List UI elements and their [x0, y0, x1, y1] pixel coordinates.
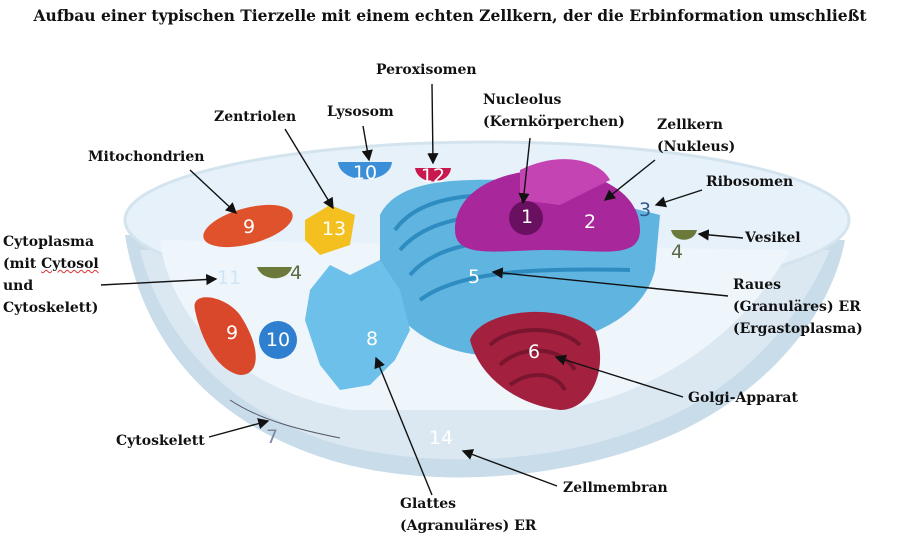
number-zentriolen: 13 [321, 218, 347, 240]
number-vesikel: 4 [289, 262, 303, 284]
label-zellkern: Zellkern (Nukleus) [657, 114, 735, 158]
cytoskeleton-fiber [229, 399, 341, 439]
number-zellkern: 2 [583, 211, 597, 233]
number-glattes-er: 8 [365, 328, 379, 350]
lysosome [259, 321, 297, 359]
label-line: (Ergastoplasma) [733, 321, 863, 337]
label-ribosomen: Ribosomen [706, 174, 794, 190]
pointer-arrows [100, 83, 744, 496]
diagram-title: Aufbau einer typischen Tierzelle mit ein… [33, 6, 867, 25]
number-golgi: 6 [527, 341, 541, 363]
centrioles [305, 205, 355, 255]
label-part: Cytosol [41, 256, 99, 272]
label-raues-er: Raues (Granuläres) ER (Ergastoplasma) [733, 274, 863, 340]
number-lysosom: 10 [265, 329, 291, 351]
number-mitochondrien: 9 [242, 216, 256, 238]
label-line: Zellkern [657, 117, 723, 133]
number-cytoskelett: 7 [265, 426, 279, 448]
label-line: (mit Cytosol [3, 253, 99, 275]
label-mitochondrien: Mitochondrien [88, 149, 205, 165]
label-line: (Granuläres) ER [733, 299, 861, 315]
label-zellmembran: Zellmembran [563, 480, 668, 496]
mitochondrion [194, 297, 256, 375]
number-lysosom: 10 [352, 162, 378, 184]
peroxisome [415, 168, 451, 182]
golgi-folds [488, 328, 582, 392]
number-peroxisom: 12 [420, 165, 446, 187]
nucleus-cut [520, 159, 610, 205]
label-golgi: Golgi-Apparat [688, 390, 798, 406]
label-part: (mit [3, 256, 42, 272]
label-line: (Agranuläres) ER [400, 518, 537, 534]
number-ribosomen: 3 [638, 199, 652, 221]
label-zentriolen: Zentriolen [214, 109, 297, 125]
number-cytoplasma: 11 [216, 267, 242, 289]
nucleolus [509, 201, 543, 235]
label-line: Cytoplasma [3, 234, 95, 250]
label-nucleolus: Nucleolus (Kernkörperchen) [483, 89, 625, 133]
label-line: und [3, 278, 34, 294]
number-nucleolus: 1 [520, 206, 534, 228]
label-line: (Nukleus) [657, 139, 736, 155]
label-line: Nucleolus [483, 92, 562, 108]
number-mitochondrien: 9 [225, 322, 239, 344]
mitochondrion [203, 204, 293, 248]
lysosome [338, 162, 392, 180]
label-line: Glattes [400, 496, 457, 512]
number-vesikel: 4 [670, 241, 684, 263]
label-vesikel: Vesikel [745, 230, 801, 246]
label-line: Cytoskelett) [3, 300, 99, 316]
number-raues-er: 5 [467, 266, 481, 288]
label-cytoplasma: Cytoplasma (mit Cytosol und Cytoskelett) [3, 231, 99, 319]
vesicle [671, 230, 697, 240]
label-glattes-er: Glattes (Agranuläres) ER [400, 493, 536, 537]
label-line: (Kernkörperchen) [483, 114, 625, 130]
vesicle [257, 267, 292, 279]
label-lysosom: Lysosom [327, 104, 394, 120]
label-cytoskelett: Cytoskelett [116, 433, 205, 449]
label-peroxisomen: Peroxisomen [376, 62, 477, 78]
nucleus [455, 170, 640, 252]
number-zellmembran: 14 [428, 427, 454, 449]
label-line: Raues [733, 277, 781, 293]
